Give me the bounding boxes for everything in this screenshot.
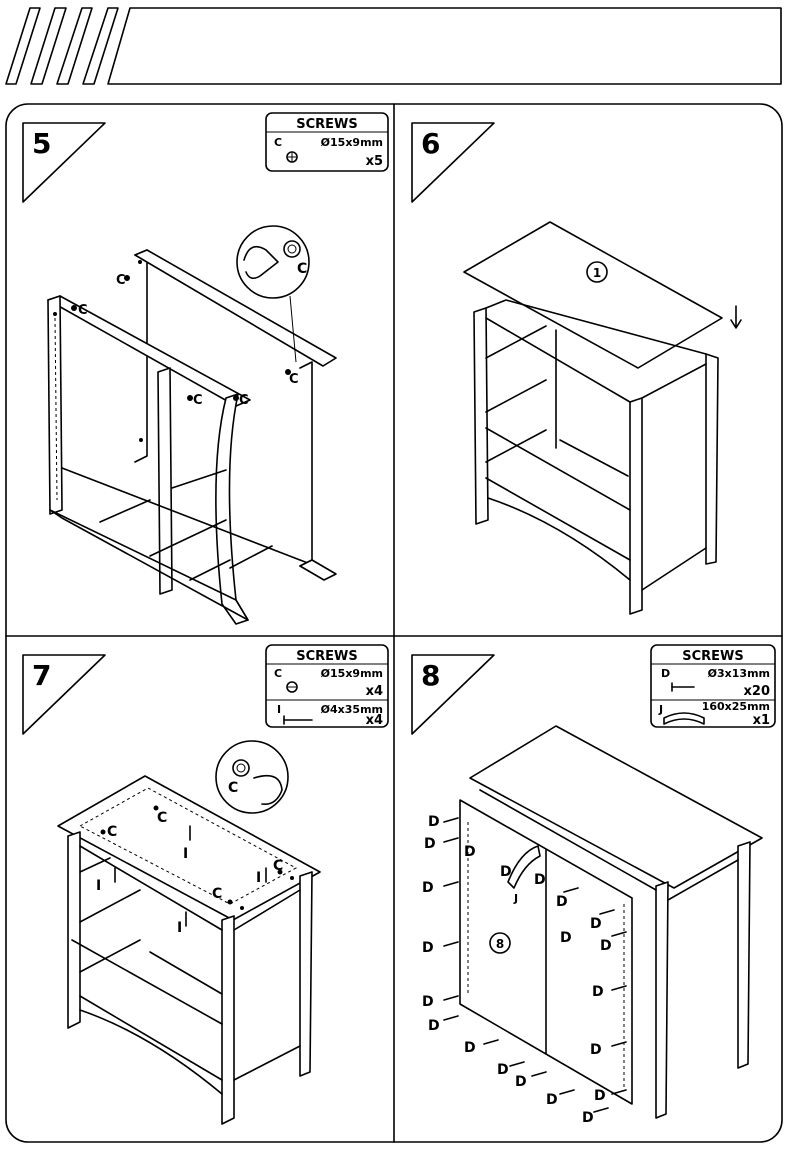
header-banner xyxy=(5,7,782,85)
screw-qty: x20 xyxy=(744,684,770,699)
cabinet-frame-drawing xyxy=(47,249,337,625)
screw-size: Ø15x9mm xyxy=(321,136,383,149)
label-d: D xyxy=(422,880,434,896)
label-d: D xyxy=(534,872,546,888)
label-d: D xyxy=(582,1110,594,1126)
part-number: 1 xyxy=(593,266,601,280)
screw-size: Ø3x13mm xyxy=(708,667,770,680)
step-5-badge xyxy=(22,122,106,203)
step-8-screws-box: SCREWS D Ø3x13mm x20 J 160x25mm x1 xyxy=(650,644,776,728)
screw-qty: x4 xyxy=(366,713,383,728)
label-d: D xyxy=(515,1074,527,1090)
label-c: C xyxy=(273,858,283,874)
label-d: D xyxy=(428,1018,440,1034)
step-5-number: 5 xyxy=(32,127,51,160)
part-qty: x1 xyxy=(753,713,770,728)
strap-icon xyxy=(663,712,705,725)
cam-lock-detail-callout xyxy=(236,225,310,363)
label-d: D xyxy=(590,1042,602,1058)
label-c: C xyxy=(228,780,238,796)
cabinet-top-drawing xyxy=(57,775,321,1125)
label-d: D xyxy=(422,994,434,1010)
screw-markers xyxy=(443,817,627,1113)
step-8-panel: 8 SCREWS D Ø3x13mm x20 J 160x25mm x1 xyxy=(411,644,776,1126)
label-c: C xyxy=(107,824,117,840)
part-size: 160x25mm xyxy=(702,700,770,713)
screw-size: Ø4x35mm xyxy=(321,703,383,716)
step-7-panel: 7 SCREWS C Ø15x9mm x4 I Ø4x35mm x4 xyxy=(22,644,389,1125)
panel-frame xyxy=(5,103,783,1143)
step-8-badge xyxy=(411,654,495,735)
wood-screw-icon xyxy=(283,715,313,725)
step-5-screws-box: SCREWS C Ø15x9mm x5 xyxy=(265,112,389,172)
label-d: D xyxy=(497,1062,509,1078)
label-c: C xyxy=(297,261,307,277)
step-5-panel: 5 SCREWS C Ø15x9mm x5 xyxy=(22,112,389,625)
label-d: D xyxy=(556,894,568,910)
label-c: C xyxy=(78,303,88,318)
screw-code: D xyxy=(661,667,670,680)
label-i: I xyxy=(96,878,101,894)
screw-code: C xyxy=(274,667,282,680)
label-d: D xyxy=(560,930,572,946)
back-panel-drawing: 8 xyxy=(459,725,763,1119)
label-d: D xyxy=(600,938,612,954)
step-6-panel: 6 1 xyxy=(411,122,742,615)
screw-qty: x5 xyxy=(366,154,383,169)
label-d: D xyxy=(546,1092,558,1108)
label-d: D xyxy=(428,814,440,830)
step-7-badge xyxy=(22,654,106,735)
label-c: C xyxy=(239,393,249,408)
label-d: D xyxy=(590,916,602,932)
cabinet-body-drawing: 1 xyxy=(463,221,742,615)
label-d: D xyxy=(500,864,512,880)
screws-title: SCREWS xyxy=(296,649,358,664)
label-i: I xyxy=(256,870,261,886)
screws-title: SCREWS xyxy=(682,649,744,664)
screw-size: Ø15x9mm xyxy=(321,667,383,680)
label-i: I xyxy=(183,846,188,862)
step-7-screws-box: SCREWS C Ø15x9mm x4 I Ø4x35mm x4 xyxy=(265,644,389,728)
screw-code: I xyxy=(277,703,281,716)
step-8-number: 8 xyxy=(421,659,440,692)
label-i: I xyxy=(177,920,182,936)
cam-lock-detail-callout xyxy=(215,740,289,814)
label-c: C xyxy=(157,810,167,826)
step-6-number: 6 xyxy=(421,127,440,160)
step-7-number: 7 xyxy=(32,659,51,692)
label-d: D xyxy=(422,940,434,956)
step-6-badge xyxy=(411,122,495,203)
label-d: D xyxy=(594,1088,606,1104)
cam-lock-icon xyxy=(286,151,298,163)
screws-title: SCREWS xyxy=(296,117,358,132)
screw-code: C xyxy=(274,136,282,149)
label-d: D xyxy=(424,836,436,852)
cam-lock-icon xyxy=(286,681,298,693)
small-screw-icon xyxy=(671,682,695,692)
label-c: C xyxy=(193,393,203,408)
label-c: C xyxy=(212,886,222,902)
label-j: J xyxy=(513,892,518,905)
label-d: D xyxy=(464,1040,476,1056)
label-d: D xyxy=(592,984,604,1000)
screw-qty: x4 xyxy=(366,684,383,699)
part-code: J xyxy=(658,703,663,716)
label-d: D xyxy=(464,844,476,860)
label-c: C xyxy=(289,372,299,387)
label-c: C xyxy=(116,273,126,288)
part-number: 8 xyxy=(496,937,504,951)
